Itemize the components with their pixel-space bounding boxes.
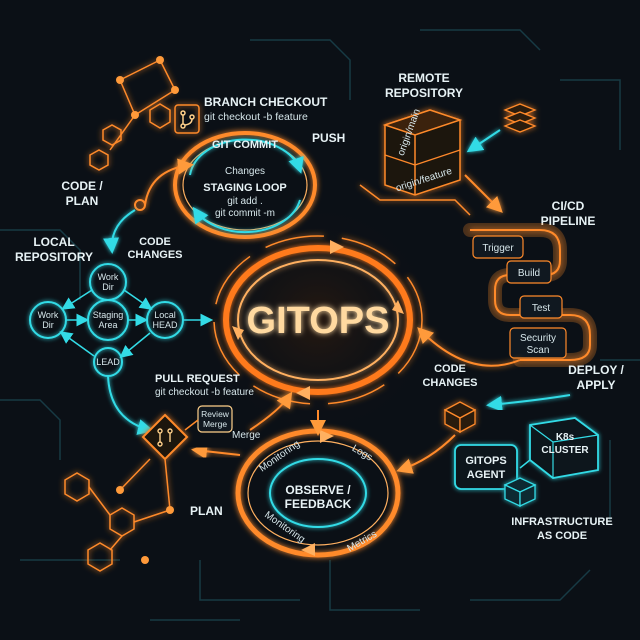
- observe-feedback-label-2: FEEDBACK: [285, 497, 352, 511]
- merge-label: Merge: [232, 430, 261, 441]
- gitops-agent-label-2: AGENT: [467, 469, 506, 481]
- code-changes-right-label-1: CODE: [434, 363, 466, 375]
- git-commit-loop: GIT COMMIT Changes STAGING LOOP git add …: [173, 131, 317, 239]
- code-changes-left: CODE CHANGES: [127, 236, 182, 261]
- server-stack-icon: [382, 109, 463, 196]
- branch-checkout-label: BRANCH CHECKOUT: [204, 95, 328, 109]
- build-label: Build: [518, 268, 540, 279]
- deploy-apply-label-1: DEPLOY /: [568, 363, 624, 377]
- pull-request: PULL REQUEST git checkout -b feature Rev…: [141, 373, 293, 461]
- local-repository: LOCAL REPOSITORY Work Dir Work Dir Stagi…: [15, 235, 214, 435]
- test-label: Test: [532, 303, 551, 314]
- cube-stack-icon-top: [503, 103, 537, 133]
- work-dir-top-label-1: Work: [98, 272, 119, 282]
- k8s-cluster-label-1: K8s: [556, 432, 575, 443]
- gitops-agent-label-1: GITOPS: [465, 455, 506, 467]
- local-head-label-1: Local: [154, 310, 176, 320]
- work-dir-left-label-2: Dir: [42, 320, 54, 330]
- iac-label-2: AS CODE: [537, 530, 587, 542]
- cicd-pipeline: CI/CD PIPELINE Trigger Build Test Securi…: [359, 174, 597, 367]
- lead-label: LEAD: [96, 357, 120, 367]
- push-flow: PUSH: [300, 131, 364, 163]
- branch-checkout: BRANCH CHECKOUT git checkout -b feature: [174, 95, 328, 134]
- cube-stack-icon-bottom: [503, 477, 537, 508]
- local-repo-edges: [59, 289, 214, 359]
- k8s-cluster-label-2: CLUSTER: [541, 445, 589, 456]
- git-commit-label: GIT COMMIT: [212, 139, 278, 151]
- review-merge-label-2: Merge: [203, 419, 227, 429]
- code-plan-label-1: CODE /: [61, 179, 103, 193]
- staging-loop-label: STAGING LOOP: [203, 182, 287, 194]
- core-arrows: [232, 240, 404, 400]
- network-nodes-top: [116, 56, 179, 119]
- pull-request-label: PULL REQUEST: [155, 373, 240, 385]
- changes-label: Changes: [225, 166, 265, 177]
- code-changes-right-label-2: CHANGES: [422, 377, 477, 389]
- metrics-label: Metrics: [346, 529, 379, 555]
- staging-area-label-1: Staging: [93, 310, 124, 320]
- gitops-agent: GITOPS AGENT: [396, 401, 518, 490]
- gitops-core: GITOPS: [213, 235, 423, 405]
- network-nodes-bottom: [116, 486, 174, 564]
- code-changes-right: CODE CHANGES: [417, 327, 521, 389]
- deploy-apply-label-2: APPLY: [577, 378, 616, 392]
- network-graph-bottom: [64, 458, 171, 572]
- local-repository-label-1: LOCAL: [33, 235, 74, 249]
- observe-feedback-loop: Monitoring Logs OBSERVE / FEEDBACK Monit…: [235, 410, 401, 558]
- code-plan-label-2: PLAN: [66, 194, 99, 208]
- remote-repository: REMOTE REPOSITORY origin/main origin/fea…: [382, 71, 537, 196]
- code-changes-left-label-2: CHANGES: [127, 249, 182, 261]
- code-plan: CODE / PLAN: [61, 158, 194, 254]
- cicd-label-2: PIPELINE: [541, 214, 596, 228]
- remote-repository-label-1: REMOTE: [398, 71, 449, 85]
- push-label: PUSH: [312, 131, 345, 145]
- local-head-label-2: HEAD: [152, 320, 178, 330]
- security-scan-label-1: Security: [520, 333, 556, 344]
- security-scan-label-2: Scan: [527, 345, 550, 356]
- work-dir-top-label-2: Dir: [102, 282, 114, 292]
- staging-area-label-2: Area: [98, 320, 117, 330]
- branch-checkout-command: git checkout -b feature: [204, 111, 308, 123]
- review-merge-label-1: Review: [201, 409, 230, 419]
- cube-stack-icon-agent: [443, 401, 477, 434]
- gitops-title: GITOPS: [247, 300, 390, 342]
- local-repository-label-2: REPOSITORY: [15, 250, 93, 264]
- observe-feedback-label-1: OBSERVE /: [285, 483, 351, 497]
- code-changes-left-label-1: CODE: [139, 236, 171, 248]
- git-commit-command: git commit -m: [215, 208, 275, 219]
- remote-repository-label-2: REPOSITORY: [385, 86, 463, 100]
- pull-request-command: git checkout -b feature: [155, 387, 254, 398]
- git-add-label: git add .: [227, 196, 263, 207]
- cicd-label-1: CI/CD: [552, 199, 585, 213]
- trigger-label: Trigger: [482, 243, 514, 254]
- deploy-apply: DEPLOY / APPLY: [486, 363, 625, 412]
- git-branch-icon: [180, 110, 195, 129]
- pull-request-icon: [157, 428, 173, 447]
- circuit-background: [0, 29, 640, 621]
- work-dir-left-label-1: Work: [38, 310, 59, 320]
- network-graph-top: [89, 59, 176, 171]
- infrastructure-as-code: INFRASTRUCTURE AS CODE: [511, 516, 612, 542]
- monitoring-top-label: Monitoring: [257, 439, 302, 475]
- iac-label-1: INFRASTRUCTURE: [511, 516, 612, 528]
- plan-label-group: PLAN: [190, 504, 223, 518]
- k8s-cluster: K8s CLUSTER: [503, 417, 599, 508]
- plan-label: PLAN: [190, 504, 223, 518]
